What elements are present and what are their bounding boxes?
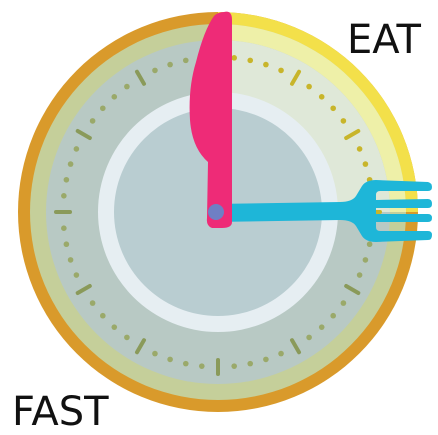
minute-dot	[357, 272, 363, 278]
minute-dot	[231, 363, 237, 369]
fast-label: FAST	[12, 392, 109, 432]
minute-dot	[74, 146, 80, 152]
minute-dot	[111, 324, 117, 330]
minute-dot	[363, 161, 369, 167]
minute-dot	[357, 146, 363, 152]
eat-label: EAT	[347, 20, 421, 60]
minute-dot	[100, 105, 106, 111]
minute-dot	[263, 357, 269, 363]
minute-dot	[231, 55, 237, 61]
minute-dot	[68, 161, 74, 167]
minute-dot	[61, 193, 67, 199]
minute-dot	[367, 241, 373, 247]
minute-dot	[100, 313, 106, 319]
minute-dot	[330, 313, 336, 319]
minute-dot	[341, 300, 347, 306]
minute-dot	[319, 94, 325, 100]
minute-dot	[152, 351, 158, 357]
minute-dot	[330, 105, 336, 111]
minute-dot	[124, 84, 130, 90]
minute-dot	[306, 84, 312, 90]
minute-dot	[278, 351, 284, 357]
minute-dot	[74, 272, 80, 278]
minute-dot	[183, 58, 189, 64]
minute-dot	[306, 335, 312, 341]
minute-dot	[64, 241, 70, 247]
minute-dot	[247, 361, 253, 367]
minute-dot	[68, 257, 74, 263]
minute-dot	[263, 62, 269, 68]
minute-dot	[90, 300, 96, 306]
minute-dot	[152, 68, 158, 74]
minute-dot	[167, 357, 173, 363]
minute-dot	[199, 363, 205, 369]
minute-dot	[167, 62, 173, 68]
minute-dot	[278, 68, 284, 74]
minute-dot	[61, 225, 67, 231]
minute-dot	[124, 335, 130, 341]
minute-dot	[111, 94, 117, 100]
minute-dot	[90, 118, 96, 124]
clock-hub	[208, 204, 224, 220]
minute-dot	[363, 257, 369, 263]
minute-dot	[319, 324, 325, 330]
minute-dot	[64, 177, 70, 183]
minute-dot	[341, 118, 347, 124]
minute-dot	[183, 361, 189, 367]
minute-dot	[247, 58, 253, 64]
